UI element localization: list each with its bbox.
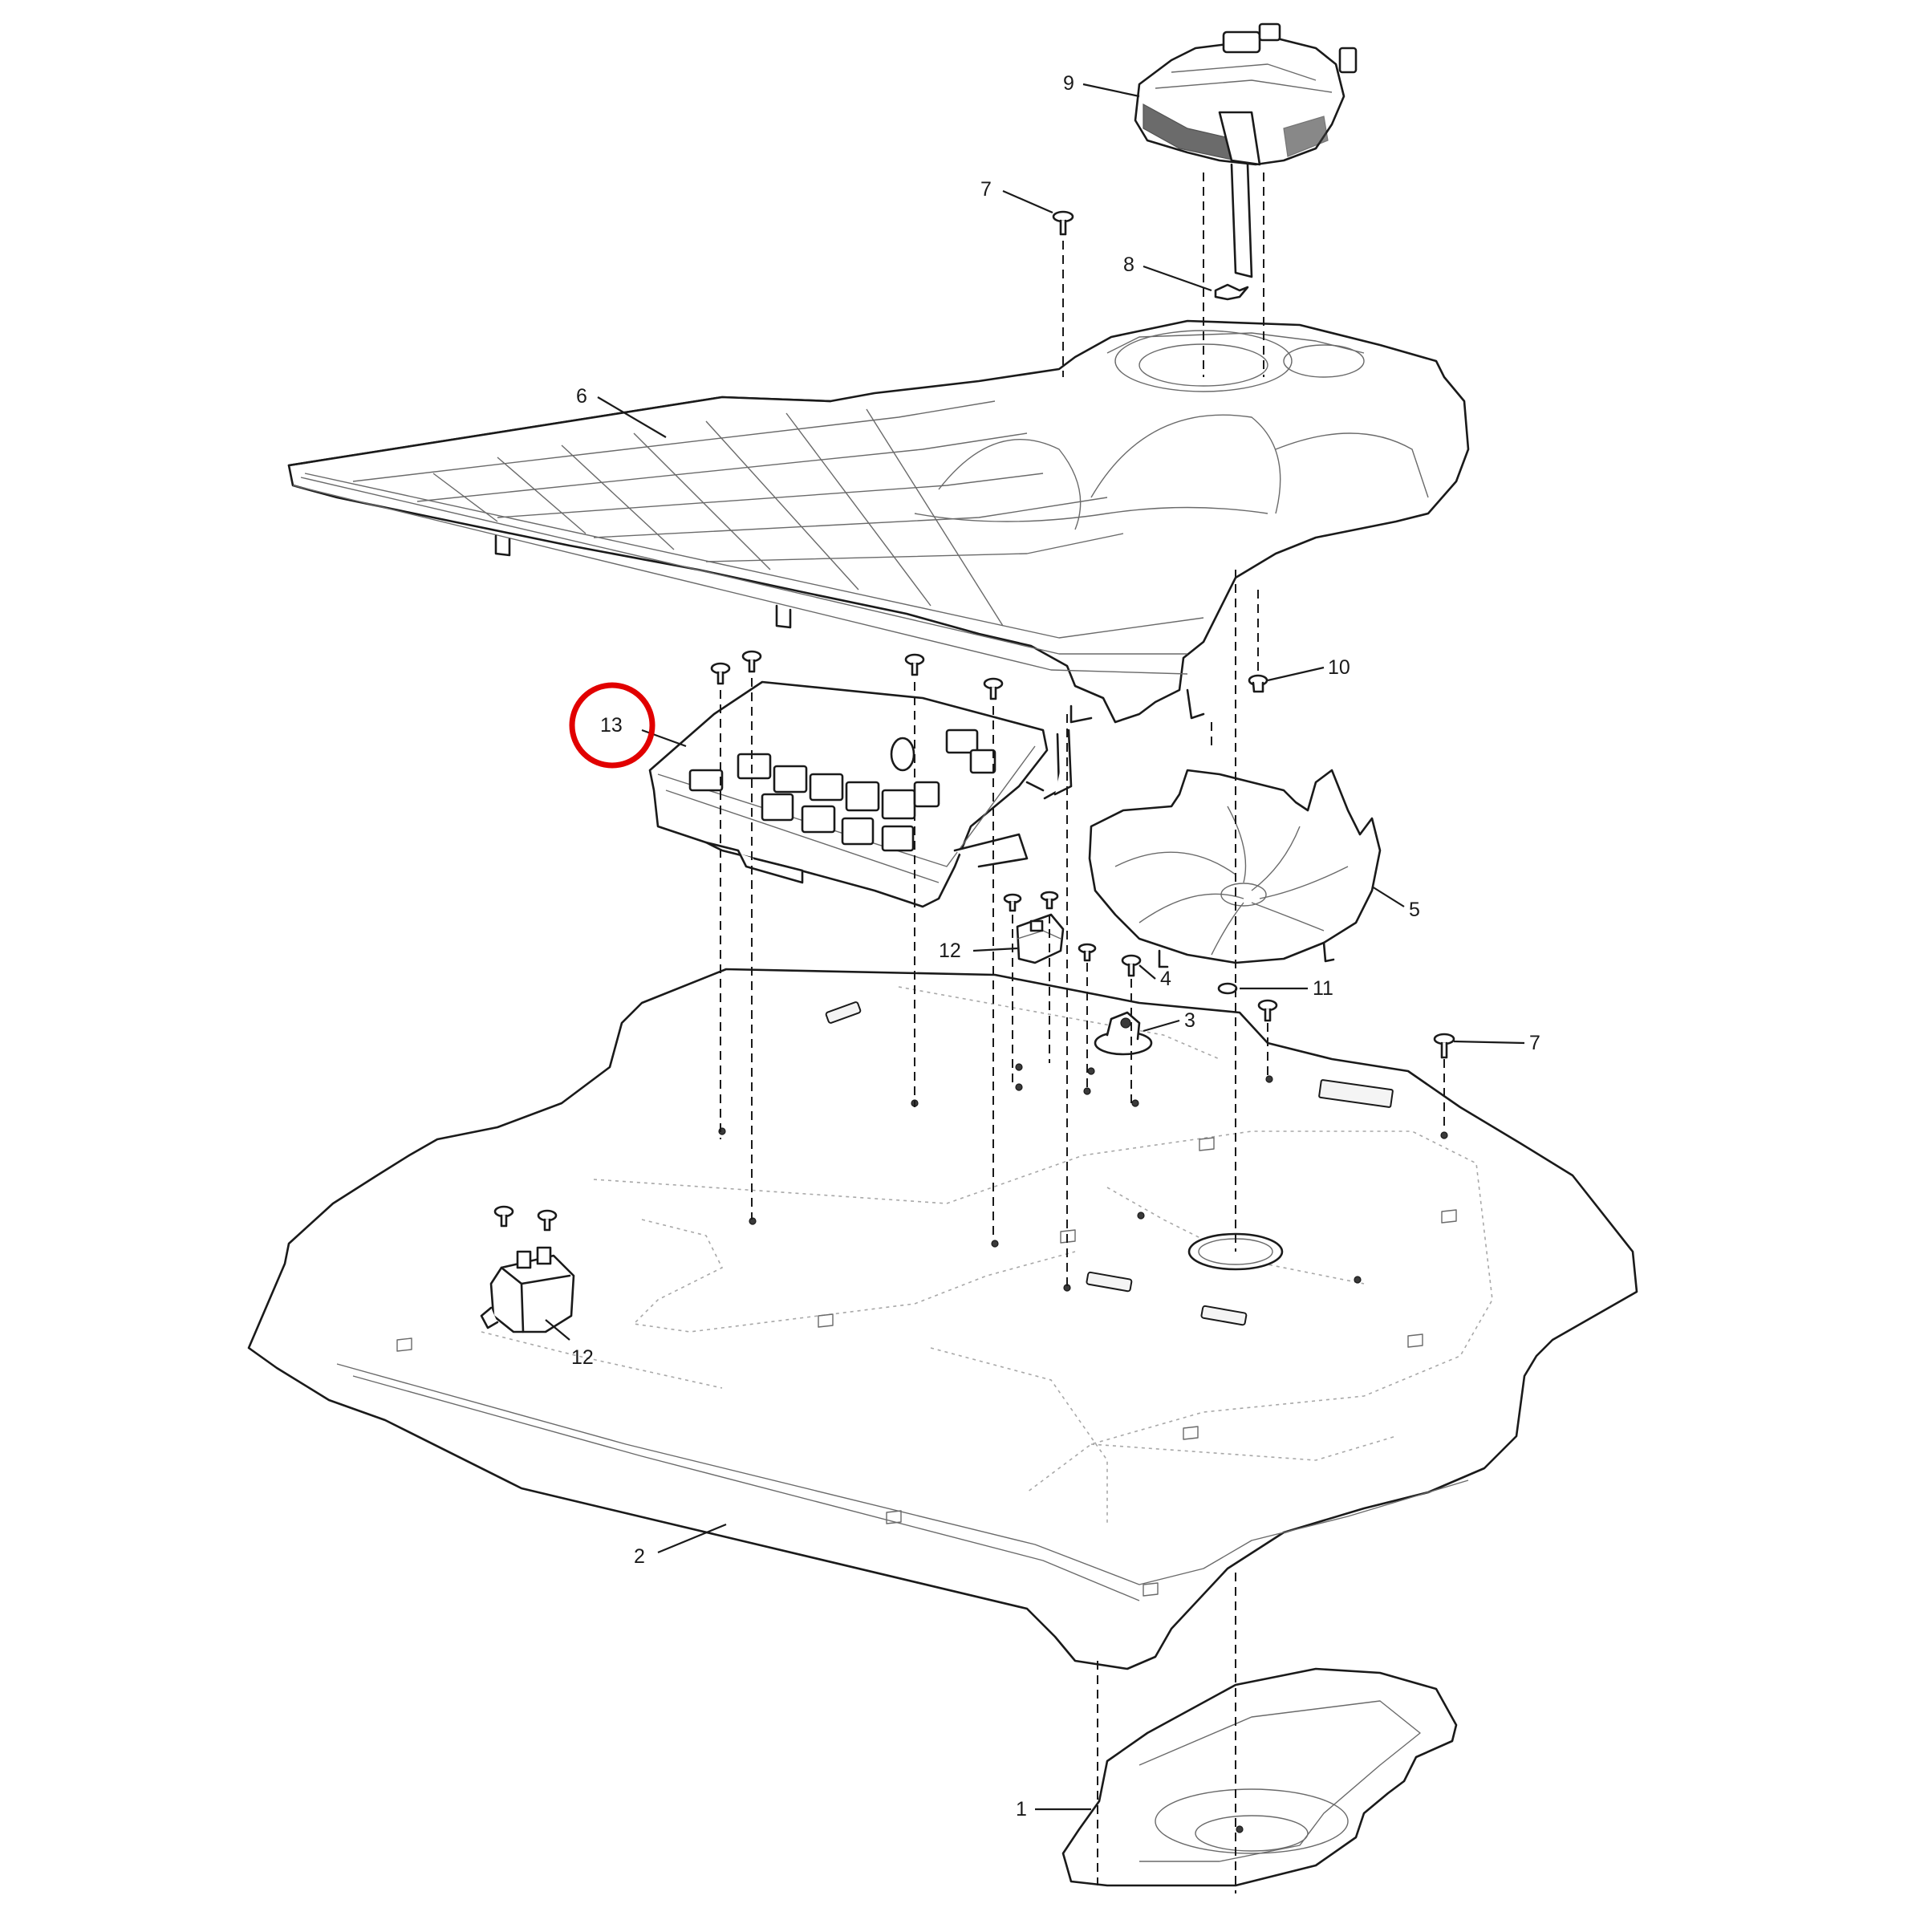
callout-13: 13 <box>600 714 623 737</box>
callout-10: 10 <box>1328 656 1350 679</box>
part-12-relay-lower[interactable] <box>480 1246 575 1333</box>
plate-screw-holes <box>718 1063 1448 1292</box>
screw-7-top[interactable] <box>1052 210 1074 236</box>
part-12-relay-upper[interactable] <box>1016 913 1065 964</box>
part-8-shaft-clip[interactable] <box>1214 283 1249 301</box>
screw-7-right[interactable] <box>1433 1033 1455 1059</box>
callout-12-lower: 12 <box>571 1346 594 1369</box>
screw-lower-relay-1[interactable] <box>493 1205 514 1228</box>
screw-relay-1[interactable] <box>1003 893 1022 912</box>
callout-numbers: 9 7 8 6 10 13 5 12 4 11 3 7 12 2 1 <box>571 72 1540 1820</box>
part-2-base-plate[interactable] <box>247 968 1638 1670</box>
screw-thermo[interactable] <box>1078 943 1097 962</box>
callout-7-right: 7 <box>1529 1032 1540 1054</box>
screw-board-4[interactable] <box>983 677 1004 700</box>
callout-8: 8 <box>1123 254 1134 276</box>
assembly-lines <box>720 172 1445 1893</box>
screws <box>493 210 1455 1232</box>
part-1-lower-cover[interactable] <box>1061 1667 1458 1887</box>
screw-right-mid[interactable] <box>1257 999 1278 1022</box>
part-13-control-board[interactable] <box>648 680 1073 908</box>
part-6-upper-duct[interactable] <box>287 319 1470 724</box>
callout-7-top: 7 <box>980 178 992 201</box>
callout-3: 3 <box>1184 1009 1195 1032</box>
screw-relay-2[interactable] <box>1040 891 1059 910</box>
callout-11: 11 <box>1313 977 1333 1000</box>
part-9-fan-motor[interactable] <box>1134 22 1358 278</box>
screw-board-3[interactable] <box>904 653 925 676</box>
callout-4: 4 <box>1160 968 1171 990</box>
plate-slots <box>396 1001 1457 1597</box>
screw-board-2[interactable] <box>741 650 762 673</box>
callout-6: 6 <box>576 385 587 408</box>
screw-lower-relay-2[interactable] <box>537 1209 558 1232</box>
screw-10[interactable] <box>1248 674 1268 693</box>
screw-11[interactable] <box>1217 982 1238 995</box>
part-3-thermostat[interactable] <box>1094 1011 1153 1056</box>
screw-4[interactable] <box>1121 954 1142 977</box>
callout-2: 2 <box>634 1545 645 1568</box>
screw-board-1[interactable] <box>710 662 731 685</box>
callout-1: 1 <box>1016 1798 1027 1820</box>
highlight-circle-part-13 <box>569 682 656 769</box>
callout-5: 5 <box>1409 899 1420 921</box>
callout-9: 9 <box>1063 72 1074 95</box>
leader-lines <box>545 83 1525 1811</box>
callout-12-upper: 12 <box>939 940 961 962</box>
